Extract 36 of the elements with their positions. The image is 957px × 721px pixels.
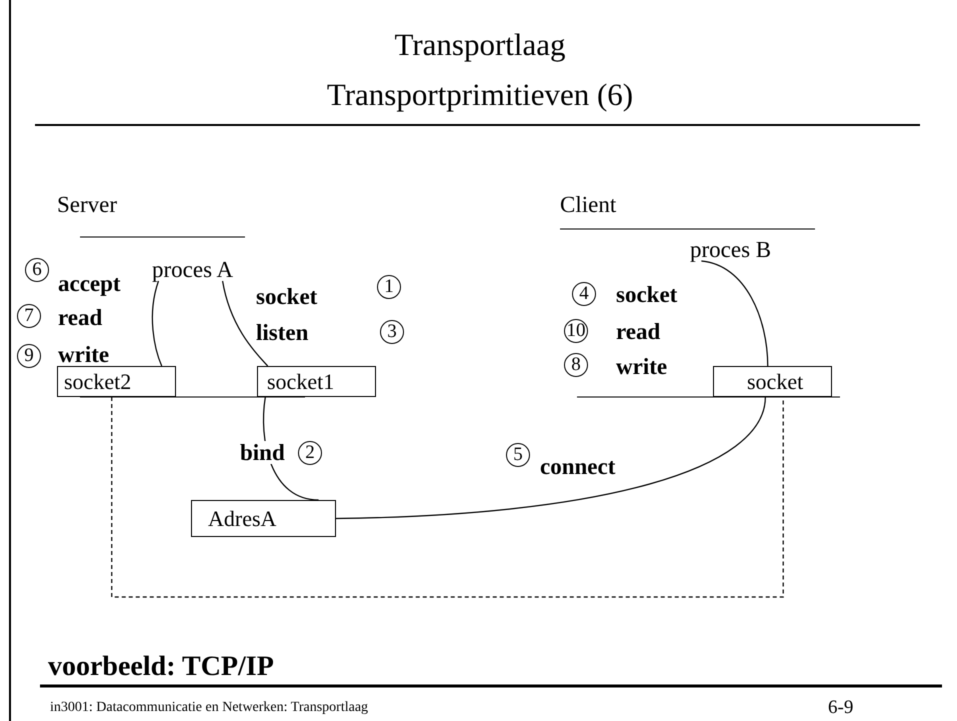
node-text: proces B — [690, 238, 772, 261]
edge-label: bind — [240, 441, 285, 464]
side-heading: Server — [57, 193, 118, 216]
primitive-label: read — [58, 306, 102, 329]
slide-title: Transportlaag Transportprimitieven (6) — [326, 26, 634, 114]
dashed-connector — [111, 397, 784, 598]
connector-line — [701, 260, 768, 366]
connector-line — [336, 396, 766, 520]
number-circle: 8 — [564, 353, 588, 377]
number-circle: 3 — [380, 320, 404, 344]
primitive-label: socket — [616, 283, 678, 306]
number-circle: 7 — [17, 304, 41, 328]
primitive-label: listen — [256, 321, 308, 344]
connector-line — [152, 280, 162, 366]
connector-line — [222, 280, 268, 366]
address-box: AdresA — [191, 500, 336, 537]
number-circle: 1 — [377, 275, 401, 299]
number-circle: 2 — [298, 441, 322, 465]
socket-box: socket2 — [57, 366, 176, 397]
number-circle: 6 — [25, 258, 49, 282]
page-number: 6-9 — [828, 698, 854, 717]
socket-box: socket — [713, 366, 832, 397]
number-circle: 10 — [564, 319, 588, 343]
primitive-label: read — [616, 320, 660, 343]
primitive-label: accept — [58, 272, 121, 295]
node-text: proces A — [152, 258, 234, 281]
number-circle: 5 — [506, 443, 530, 467]
number-circle: 4 — [572, 282, 596, 306]
primitive-label: socket — [256, 285, 318, 308]
socket-box: socket1 — [257, 366, 376, 397]
footer-text: in3001: Datacommunicatie en Netwerken: Transportlaag — [50, 701, 368, 715]
side-heading: Client — [560, 193, 616, 216]
primitive-label: write — [616, 355, 668, 378]
number-circle: 9 — [17, 344, 41, 368]
primitive-label: write — [58, 343, 110, 366]
example-note: voorbeeld: TCP/IP — [48, 653, 274, 681]
